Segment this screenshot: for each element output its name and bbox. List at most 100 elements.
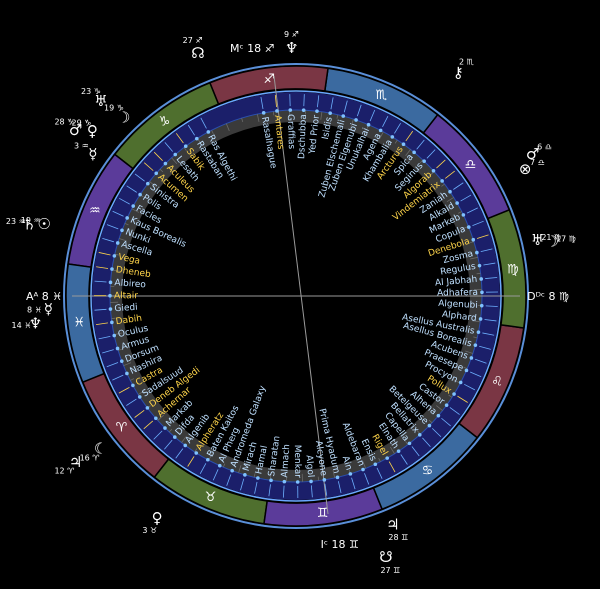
planet-glyph: ☿ xyxy=(88,145,97,163)
planet[interactable]: ☿8 ♓ xyxy=(27,300,53,318)
degree-tick xyxy=(405,441,409,445)
planet[interactable]: ☋27 ♊ xyxy=(379,548,400,575)
degree-tick xyxy=(124,222,129,226)
planet[interactable]: ♀3 ♉ xyxy=(142,509,162,535)
sign-segment xyxy=(65,263,106,384)
star-dot xyxy=(112,333,117,338)
star-line xyxy=(324,483,328,496)
star-line xyxy=(106,362,119,368)
star-line xyxy=(268,484,271,497)
star-dot xyxy=(131,204,136,208)
star-line xyxy=(102,349,114,354)
planet[interactable]: ♄23 ♒ xyxy=(6,216,36,234)
chart-base: ♈♉♊♋♌♍♎♏♐♑♒♓ xyxy=(63,63,529,529)
star-dot xyxy=(452,392,456,396)
sign-glyph: ♌ xyxy=(491,374,503,389)
sign-glyph: ♐ xyxy=(264,72,276,87)
planet[interactable]: ☉19 ♒ xyxy=(21,215,51,233)
degree-tick xyxy=(211,130,214,135)
star-dot xyxy=(154,171,159,176)
planet-degree: 19 ♒ xyxy=(21,216,41,225)
planet[interactable]: ☽19 ♑ xyxy=(104,104,130,127)
star-dot xyxy=(385,456,389,460)
planet-degree: 16 ♈ xyxy=(80,453,100,462)
star-dot xyxy=(131,383,135,388)
star-line xyxy=(411,446,420,457)
star-line xyxy=(330,97,334,110)
star-dot xyxy=(301,108,306,112)
star-dot xyxy=(108,280,113,285)
planet[interactable]: ♃12 ♈ xyxy=(54,453,82,475)
star-dot xyxy=(112,254,117,258)
star-line xyxy=(460,194,472,202)
planet[interactable]: ⊗7 ♎ xyxy=(519,158,545,178)
degree-tick xyxy=(183,147,187,151)
planet[interactable]: ☾16 ♈ xyxy=(80,440,108,463)
star-dot xyxy=(205,457,210,462)
degree-tick xyxy=(332,470,336,479)
planet[interactable]: ♅23 ♑ xyxy=(81,87,108,110)
planet[interactable]: ♆9 ♐ xyxy=(284,30,299,57)
star-dot xyxy=(163,161,168,166)
planet-degree: 23 ♑ xyxy=(81,87,101,96)
planet-glyph: ☽ xyxy=(546,233,559,251)
planet[interactable]: ☿3 ♒ xyxy=(74,142,97,163)
planet-glyph: ⚷ xyxy=(453,64,464,82)
degree-tick xyxy=(428,419,433,424)
degree-tick xyxy=(130,378,135,381)
star-line xyxy=(475,358,487,364)
star-line xyxy=(94,280,107,283)
planet[interactable]: ☊27 ♐ xyxy=(183,36,205,62)
degree-tick xyxy=(405,149,411,156)
sign-glyph: ♎ xyxy=(465,158,477,173)
planet-glyph: ☊ xyxy=(191,44,204,62)
planet[interactable]: ♀29 ♑ xyxy=(72,118,98,140)
star-dot xyxy=(119,359,124,363)
star-dot xyxy=(366,122,371,127)
star-line xyxy=(126,185,137,193)
planet-glyph: ☋ xyxy=(379,548,392,566)
star-dot xyxy=(390,135,395,139)
star-dot xyxy=(444,403,449,407)
star-dot xyxy=(115,241,120,245)
degree-tick xyxy=(241,118,244,123)
planet[interactable]: ♂28 ♑ xyxy=(54,117,82,138)
star-line xyxy=(112,374,124,381)
star-line xyxy=(482,332,495,336)
degree-ticks xyxy=(110,110,482,482)
star-dot xyxy=(466,225,471,229)
degree-tick xyxy=(350,118,354,127)
planet[interactable]: ⚷2 ♏ xyxy=(453,57,475,81)
planet-degree: 8 ♓ xyxy=(27,306,42,315)
star-line xyxy=(98,335,111,340)
planet-degree: 17 ♍ xyxy=(556,235,576,244)
planet[interactable]: ♆14 ♓ xyxy=(12,314,43,332)
star-dot xyxy=(295,480,300,484)
star-line xyxy=(476,234,489,239)
angle-label-mc: Mᶜ 18 ♐ xyxy=(230,42,274,55)
star-line xyxy=(175,133,184,144)
star-line xyxy=(364,473,370,485)
star-line xyxy=(445,170,455,179)
star-dot xyxy=(407,441,412,446)
star-label: Menkar xyxy=(292,445,302,479)
planet-degree: 28 ♊ xyxy=(388,533,408,542)
planet-glyph: ♆ xyxy=(29,314,42,332)
sign-glyph: ♉ xyxy=(205,490,217,505)
star-line xyxy=(102,238,115,243)
star-dot xyxy=(183,144,188,149)
planet[interactable]: ♃28 ♊ xyxy=(386,515,408,542)
planet-degree: 27 ♊ xyxy=(380,566,400,575)
sign-glyph: ♈ xyxy=(116,420,128,435)
sign-glyph: ♊ xyxy=(317,506,329,521)
sign-glyph: ♑ xyxy=(159,114,171,129)
degree-tick xyxy=(470,256,479,260)
degree-tick xyxy=(394,139,398,144)
star-line xyxy=(106,224,119,230)
planet[interactable]: ♂6 ♎ xyxy=(526,143,552,163)
planet[interactable]: ☽17 ♍ xyxy=(546,233,576,251)
star-line xyxy=(126,398,137,406)
degree-tick xyxy=(157,414,164,421)
planet-degree: 9 ♐ xyxy=(284,30,299,39)
planet[interactable]: ♅21 ♍ xyxy=(531,231,561,249)
